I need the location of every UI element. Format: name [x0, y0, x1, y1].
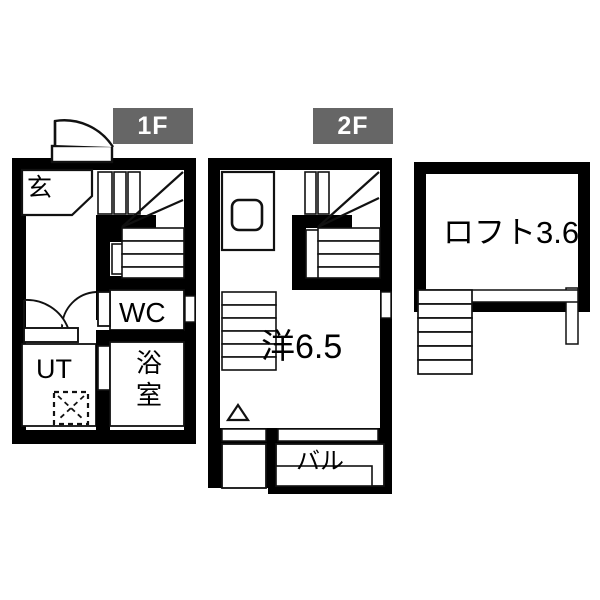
first-floor-stair-treads-horizontal [121, 227, 185, 279]
bath-room [109, 341, 185, 427]
second-floor-loft-ladder [221, 291, 277, 371]
ut-door-arc [23, 298, 69, 329]
wc-bottom-wall [96, 330, 184, 342]
room-label-loft: ロフト3.6 [443, 215, 580, 250]
second-floor-stair-winder [317, 171, 380, 228]
second-floor-stair-wall-left [292, 228, 306, 290]
room-label-bath-line1: 浴 [136, 348, 163, 378]
entrance-door-threshold [50, 144, 114, 164]
balcony-rail [275, 465, 373, 487]
floor-badge-1f: 1F [113, 108, 193, 144]
loft-plan [414, 162, 590, 375]
second-floor-stair-treads-vertical [304, 171, 330, 215]
second-floor-window-marks [380, 291, 392, 319]
ut-door-swing [23, 298, 79, 343]
wc-room [109, 289, 185, 331]
second-floor-plan [208, 158, 392, 494]
washing-machine-cross [57, 395, 85, 421]
floor-badge-2f: 2F [313, 108, 393, 144]
floor-badge-1f-label: 1F [137, 111, 169, 140]
floor-badge-2f-label: 2F [337, 111, 369, 140]
room-label-western-room: 洋6.5 [261, 328, 343, 366]
balcony-sill-openings [221, 428, 379, 442]
room-label-bath-line2: 室 [136, 380, 163, 410]
entrance-door-swing [50, 119, 115, 164]
loft-interior [426, 174, 578, 300]
kitchen-sink [230, 198, 264, 232]
genkan-tile-area [20, 168, 94, 217]
second-floor-stair-treads-horizontal [317, 227, 381, 279]
wc-door-leaf [97, 291, 111, 327]
first-floor-plan [12, 119, 196, 444]
first-floor-stair-wall-left [96, 228, 110, 290]
first-floor-stair-winder [121, 171, 184, 229]
first-floor-stair-wall-bottom [96, 276, 184, 290]
room-label-genkan: 玄 [27, 174, 53, 202]
balcony-door-mark [225, 403, 251, 422]
first-floor-stair-treads-vertical [97, 171, 141, 215]
second-floor-lower-left-room [221, 443, 267, 489]
ut-door-threshold [23, 327, 79, 343]
loft-ladder [417, 289, 473, 375]
room-label-ut: UT [36, 354, 72, 384]
bath-entry-door [97, 345, 111, 391]
second-floor-stair-wall-bottom [292, 276, 380, 290]
room-label-wc: WC [119, 297, 166, 328]
room-label-balcony: バル [296, 448, 344, 475]
first-floor-window-marks [184, 295, 196, 323]
entrance-door-arc [53, 119, 115, 148]
